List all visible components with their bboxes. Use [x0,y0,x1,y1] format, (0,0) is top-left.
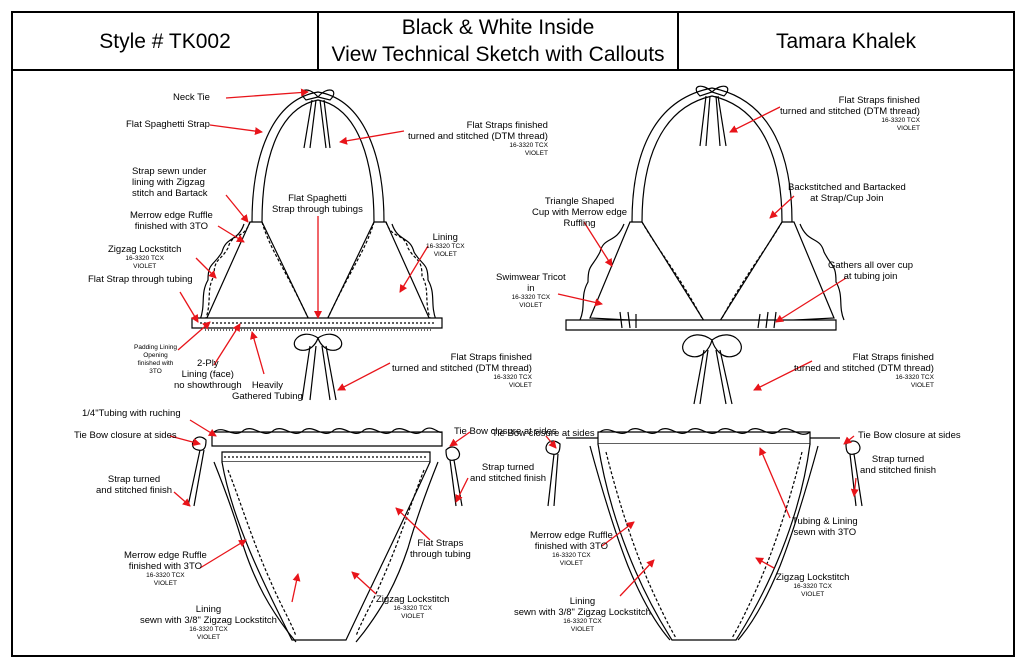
sheet-title-line2: View Technical Sketch with Callouts [331,43,665,66]
callout-tubing-with-ruching: 1/4"Tubing with ruching [82,408,181,419]
callout-tie-bow-left: Tie Bow closure at sides [74,430,177,441]
callout-flat-spaghetti-strap: Flat Spaghetti Strap [126,119,210,130]
callout-tie-bow-middle: Tie Bow closure at sides [454,426,557,437]
callout-arrows [169,88,859,603]
title-block: Style # TK002 Black & White Inside View … [11,11,1015,71]
top-inside-view [191,89,443,401]
sketch-frame [11,71,1015,657]
style-number: Style # TK002 [13,13,319,69]
bottom-inside-view [187,427,463,643]
top-back-view [565,85,845,405]
callout-neck-tie: Neck Tie [173,92,210,103]
callout-tie-bow-middle-left: Tie Bow closure at sides [492,428,595,439]
callout-flat-strap-through-tubing: Flat Strap through tubing [88,274,193,285]
designer-name: Tamara Khalek [775,29,917,53]
sheet-title-line1: Black & White Inside [401,16,595,39]
bottom-back-view [545,428,863,641]
sheet-title: Black & White Inside View Technical Sket… [319,13,679,69]
callout-tie-bow-right: Tie Bow closure at sides [858,430,961,441]
